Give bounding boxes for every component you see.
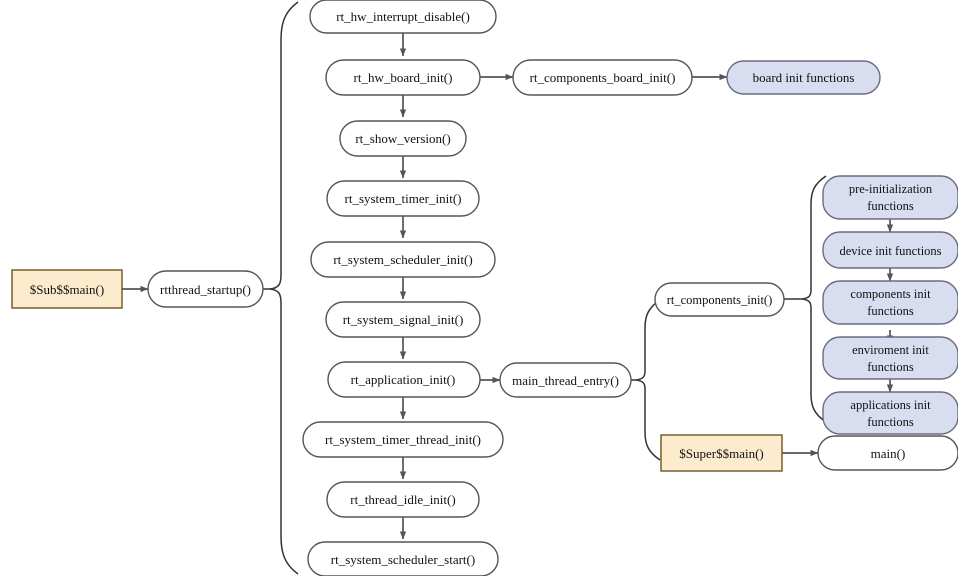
node-components-init-functions-label-line2: functions bbox=[867, 304, 914, 318]
node-super-main[interactable]: $Super$$main() bbox=[660, 434, 783, 472]
node-rt-system-timer-init[interactable]: rt_system_timer_init() bbox=[326, 180, 480, 217]
node-device-init-functions[interactable]: device init functions bbox=[822, 231, 958, 269]
node-rt-components-board-init[interactable]: rt_components_board_init() bbox=[512, 59, 693, 96]
node-applications-init-functions-label-line1: applications init bbox=[850, 398, 931, 412]
node-super-main-label: $Super$$main() bbox=[679, 446, 763, 461]
node-rt-components-init[interactable]: rt_components_init() bbox=[654, 282, 785, 317]
node-enviroment-init-functions-label-line1: enviroment init bbox=[852, 343, 929, 357]
node-rt-system-scheduler-init-label: rt_system_scheduler_init() bbox=[333, 252, 472, 267]
node-rt-system-signal-init[interactable]: rt_system_signal_init() bbox=[325, 301, 481, 338]
node-rt-show-version-label: rt_show_version() bbox=[355, 131, 450, 146]
node-rt-application-init-label: rt_application_init() bbox=[351, 372, 456, 387]
node-device-init-functions-label: device init functions bbox=[839, 244, 941, 258]
node-enviroment-init-functions[interactable]: enviroment init functions bbox=[822, 336, 958, 380]
node-rt-system-scheduler-init[interactable]: rt_system_scheduler_init() bbox=[310, 241, 496, 278]
node-rt-components-board-init-label: rt_components_board_init() bbox=[530, 70, 676, 85]
node-pre-initialization-functions[interactable]: pre-initialization functions bbox=[822, 175, 958, 220]
node-sub-main[interactable]: $Sub$$main() bbox=[11, 269, 123, 309]
node-rt-system-scheduler-start-label: rt_system_scheduler_start() bbox=[331, 552, 475, 567]
node-rt-hw-interrupt-disable-label: rt_hw_interrupt_disable() bbox=[336, 9, 470, 24]
node-rt-application-init[interactable]: rt_application_init() bbox=[327, 361, 481, 398]
node-rt-show-version[interactable]: rt_show_version() bbox=[339, 120, 467, 157]
node-main-label: main() bbox=[871, 446, 906, 461]
node-rt-system-timer-thread-init[interactable]: rt_system_timer_thread_init() bbox=[302, 421, 504, 458]
node-rt-hw-board-init-label: rt_hw_board_init() bbox=[354, 70, 453, 85]
node-board-init-functions[interactable]: board init functions bbox=[726, 60, 881, 95]
node-components-init-functions-label-line1: components init bbox=[850, 287, 931, 301]
node-sub-main-label: $Sub$$main() bbox=[30, 282, 104, 297]
node-rt-hw-board-init[interactable]: rt_hw_board_init() bbox=[325, 59, 481, 96]
node-rt-system-scheduler-start[interactable]: rt_system_scheduler_start() bbox=[307, 541, 499, 576]
node-rtthread-startup-label: rtthread_startup() bbox=[160, 282, 251, 297]
node-rt-system-signal-init-label: rt_system_signal_init() bbox=[343, 312, 464, 327]
edges-horizontal bbox=[122, 73, 819, 457]
node-pre-initialization-functions-label-line2: functions bbox=[867, 199, 914, 213]
node-rtthread-startup[interactable]: rtthread_startup() bbox=[147, 270, 264, 308]
node-components-init-functions[interactable]: components init functions bbox=[822, 280, 958, 325]
node-rt-thread-idle-init-label: rt_thread_idle_init() bbox=[350, 492, 455, 507]
node-pre-initialization-functions-label-line1: pre-initialization bbox=[849, 182, 933, 196]
node-main-thread-entry-label: main_thread_entry() bbox=[512, 373, 619, 388]
node-applications-init-functions[interactable]: applications init functions bbox=[822, 391, 958, 435]
node-main[interactable]: main() bbox=[817, 435, 958, 471]
node-board-init-functions-label: board init functions bbox=[753, 70, 855, 85]
node-enviroment-init-functions-label-line2: functions bbox=[867, 360, 914, 374]
node-applications-init-functions-label-line2: functions bbox=[867, 415, 914, 429]
node-rt-thread-idle-init[interactable]: rt_thread_idle_init() bbox=[326, 481, 480, 518]
brace-components-init-group bbox=[784, 175, 827, 423]
node-rt-system-timer-thread-init-label: rt_system_timer_thread_init() bbox=[325, 432, 481, 447]
node-rt-system-timer-init-label: rt_system_timer_init() bbox=[345, 191, 462, 206]
node-main-thread-entry[interactable]: main_thread_entry() bbox=[499, 362, 632, 398]
node-rt-hw-interrupt-disable[interactable]: rt_hw_interrupt_disable() bbox=[309, 0, 497, 34]
node-rt-components-init-label: rt_components_init() bbox=[667, 293, 773, 307]
